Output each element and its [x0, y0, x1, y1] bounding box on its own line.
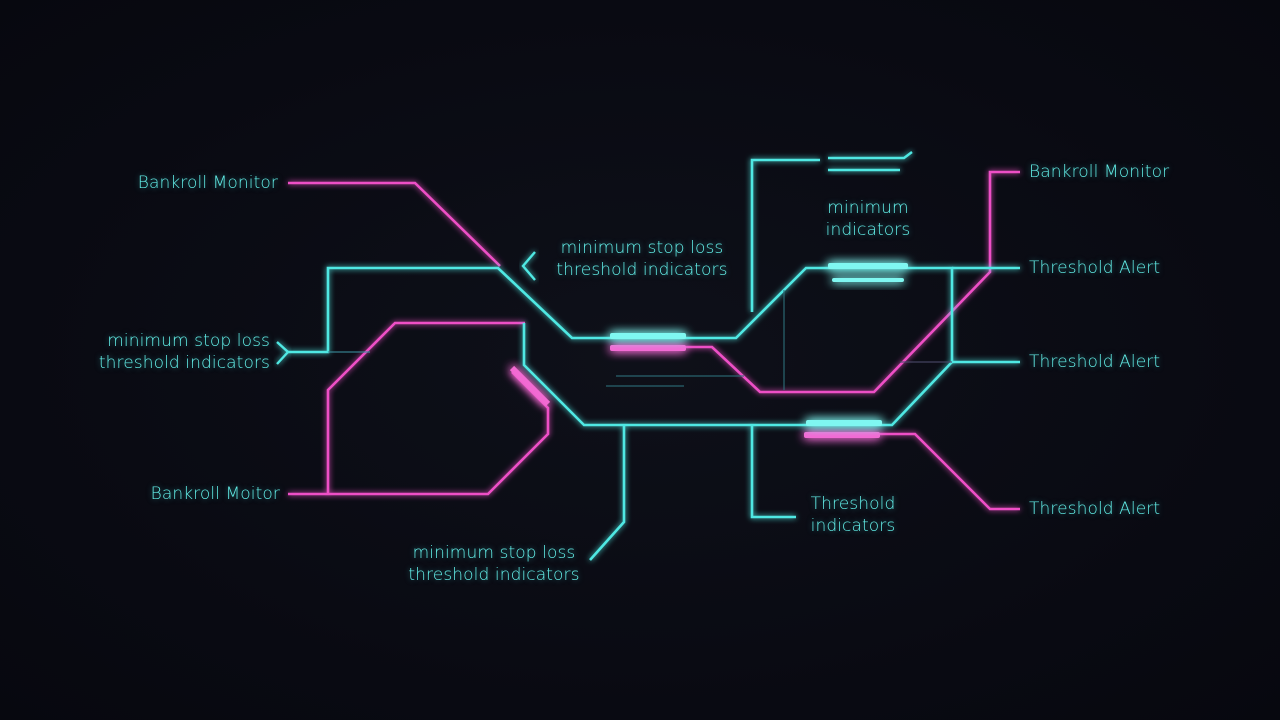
bar-top-1 — [828, 151, 913, 160]
pad-magenta-diagonal — [509, 365, 551, 407]
label-stop-loss-bottom: minimum stop loss threshold indicators — [408, 543, 580, 585]
label-bankroll-monitor-right: Bankroll Monitor — [1029, 162, 1170, 182]
pad-magenta-center — [610, 345, 686, 351]
pad-cyan-top-lower — [832, 278, 904, 282]
pad-magenta-lower — [804, 432, 880, 438]
label-minimum-indicators: minimum indicators — [825, 198, 911, 240]
pad-cyan-center — [610, 333, 686, 339]
trace-bankroll-monitor-left — [288, 181, 501, 267]
label-threshold-indicators: Threshold indicators — [810, 494, 896, 536]
chevron-left-icon — [276, 341, 290, 365]
label-threshold-alert-2: Threshold Alert — [1029, 352, 1161, 372]
chevron-top-icon — [521, 251, 536, 281]
trace-stop-loss-bottom — [589, 425, 626, 561]
label-bankroll-moitor-left: Bankroll Moitor — [150, 484, 280, 504]
label-stop-loss-left: minimum stop loss threshold indicators — [98, 331, 270, 373]
trace-left-loop-upper — [326, 321, 525, 494]
label-stop-loss-top: minimum stop loss threshold indicators — [556, 238, 728, 280]
trace-threshold-indicators — [750, 425, 796, 519]
pad-cyan-top — [828, 263, 908, 269]
trace-stop-loss-left — [288, 266, 954, 427]
pad-cyan-lower — [806, 420, 882, 426]
label-threshold-alert-3: Threshold Alert — [1029, 499, 1161, 519]
label-bankroll-monitor-left: Bankroll Monitor — [137, 173, 278, 193]
label-threshold-alert-1: Threshold Alert — [1029, 258, 1161, 278]
trace-center-magenta — [616, 170, 1020, 394]
trace-top-bus — [750, 158, 820, 312]
